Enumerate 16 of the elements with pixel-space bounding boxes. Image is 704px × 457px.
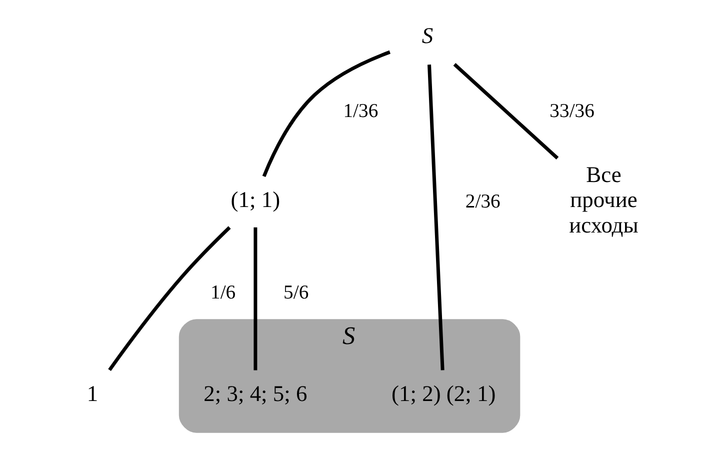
edge-label: 2/36 xyxy=(465,190,500,213)
node-text: 2; 3; 4; 5; 6 xyxy=(204,380,308,406)
node-text: (1; 2) (2; 1) xyxy=(392,380,496,406)
node-text: S xyxy=(422,22,434,48)
edge-label: 33/36 xyxy=(550,100,594,122)
connector xyxy=(262,50,391,177)
node-text: Все прочие исходы xyxy=(569,162,638,238)
edge-label: 5/6 xyxy=(284,281,309,304)
connector xyxy=(453,62,559,160)
edge-label: 1/6 xyxy=(210,281,236,304)
node-text: 1 xyxy=(86,380,98,406)
connector xyxy=(254,227,258,370)
edge-label: 1/36 xyxy=(343,100,378,122)
connector xyxy=(428,64,444,370)
node-text: (1; 1) xyxy=(230,187,280,212)
connector xyxy=(108,226,231,371)
